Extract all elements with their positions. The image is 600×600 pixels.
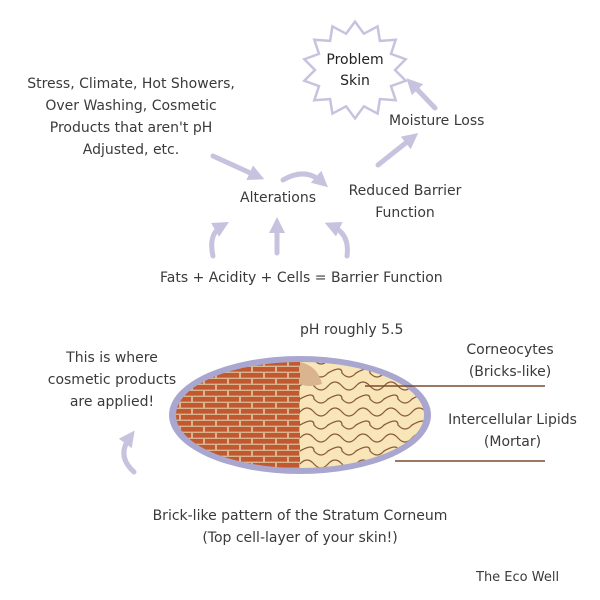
corneocyte-blob: [300, 362, 322, 386]
arrow-reduced-barrier-to-moisture-loss: [375, 133, 419, 168]
corneocytes-label: Corneocytes (Bricks-like): [440, 339, 580, 383]
arrow-stressors-to-alterations: [210, 153, 265, 180]
reduced-barrier-label: Reduced Barrier Function: [330, 180, 480, 224]
stratum-corneum-caption: Brick-like pattern of the Stratum Corneu…: [130, 505, 470, 549]
problem-skin-starburst: [302, 19, 408, 121]
reduced-barrier-line-1: Reduced Barrier: [348, 183, 462, 199]
ph-label: pH roughly 5.5: [300, 322, 404, 338]
arrow-fats-up: [209, 222, 229, 259]
lipids-line-1: Intercellular Lipids: [448, 412, 577, 428]
cosmetic-note-line-1: This is where: [66, 350, 158, 366]
cosmetic-note-line-3: are applied!: [69, 394, 155, 410]
arrow-alterations-to-reduced-barrier: [280, 170, 329, 188]
stressors-line-3: Products that aren't pH: [49, 120, 213, 136]
cosmetic-note: This is where cosmetic products are appl…: [22, 347, 202, 413]
corneocytes-line-1: Corneocytes: [466, 342, 554, 358]
barrier-equation: Fats + Acidity + Cells = Barrier Functio…: [160, 270, 443, 286]
arrow-cells-up: [324, 221, 350, 259]
corneocytes-line-2: (Bricks-like): [468, 364, 552, 380]
reduced-barrier-line-2: Function: [375, 205, 435, 221]
credit-label: The Eco Well: [476, 570, 560, 585]
problem-skin-line-1: Problem: [326, 52, 384, 68]
lipids-label: Intercellular Lipids (Mortar): [430, 409, 595, 453]
stressors-line-4: Adjusted, etc.: [82, 142, 180, 158]
cosmetic-note-line-2: cosmetic products: [47, 372, 177, 388]
lipid-wave-line: [299, 362, 424, 365]
stratum-corneum-oval: [169, 356, 431, 474]
arrow-moisture-loss-to-problem-skin: [406, 78, 438, 111]
problem-skin-line-2: Skin: [340, 73, 370, 89]
lipids-line-2: (Mortar): [483, 434, 542, 450]
lipid-wave-line: [299, 420, 424, 430]
arrow-curved-to-cosmetic-note: [118, 430, 137, 475]
stressors-line-2: Over Washing, Cosmetic: [45, 98, 217, 114]
stressors-label: Stress, Climate, Hot Showers, Over Washi…: [4, 73, 258, 161]
stressors-line-1: Stress, Climate, Hot Showers,: [27, 76, 235, 92]
caption-line-2: (Top cell-layer of your skin!): [202, 530, 398, 546]
problem-skin-label: Problem Skin: [305, 50, 405, 92]
lipid-wave-line: [299, 407, 424, 417]
alterations-label: Alterations: [240, 190, 317, 206]
caption-line-1: Brick-like pattern of the Stratum Corneu…: [152, 508, 448, 524]
moisture-loss-label: Moisture Loss: [389, 113, 485, 129]
